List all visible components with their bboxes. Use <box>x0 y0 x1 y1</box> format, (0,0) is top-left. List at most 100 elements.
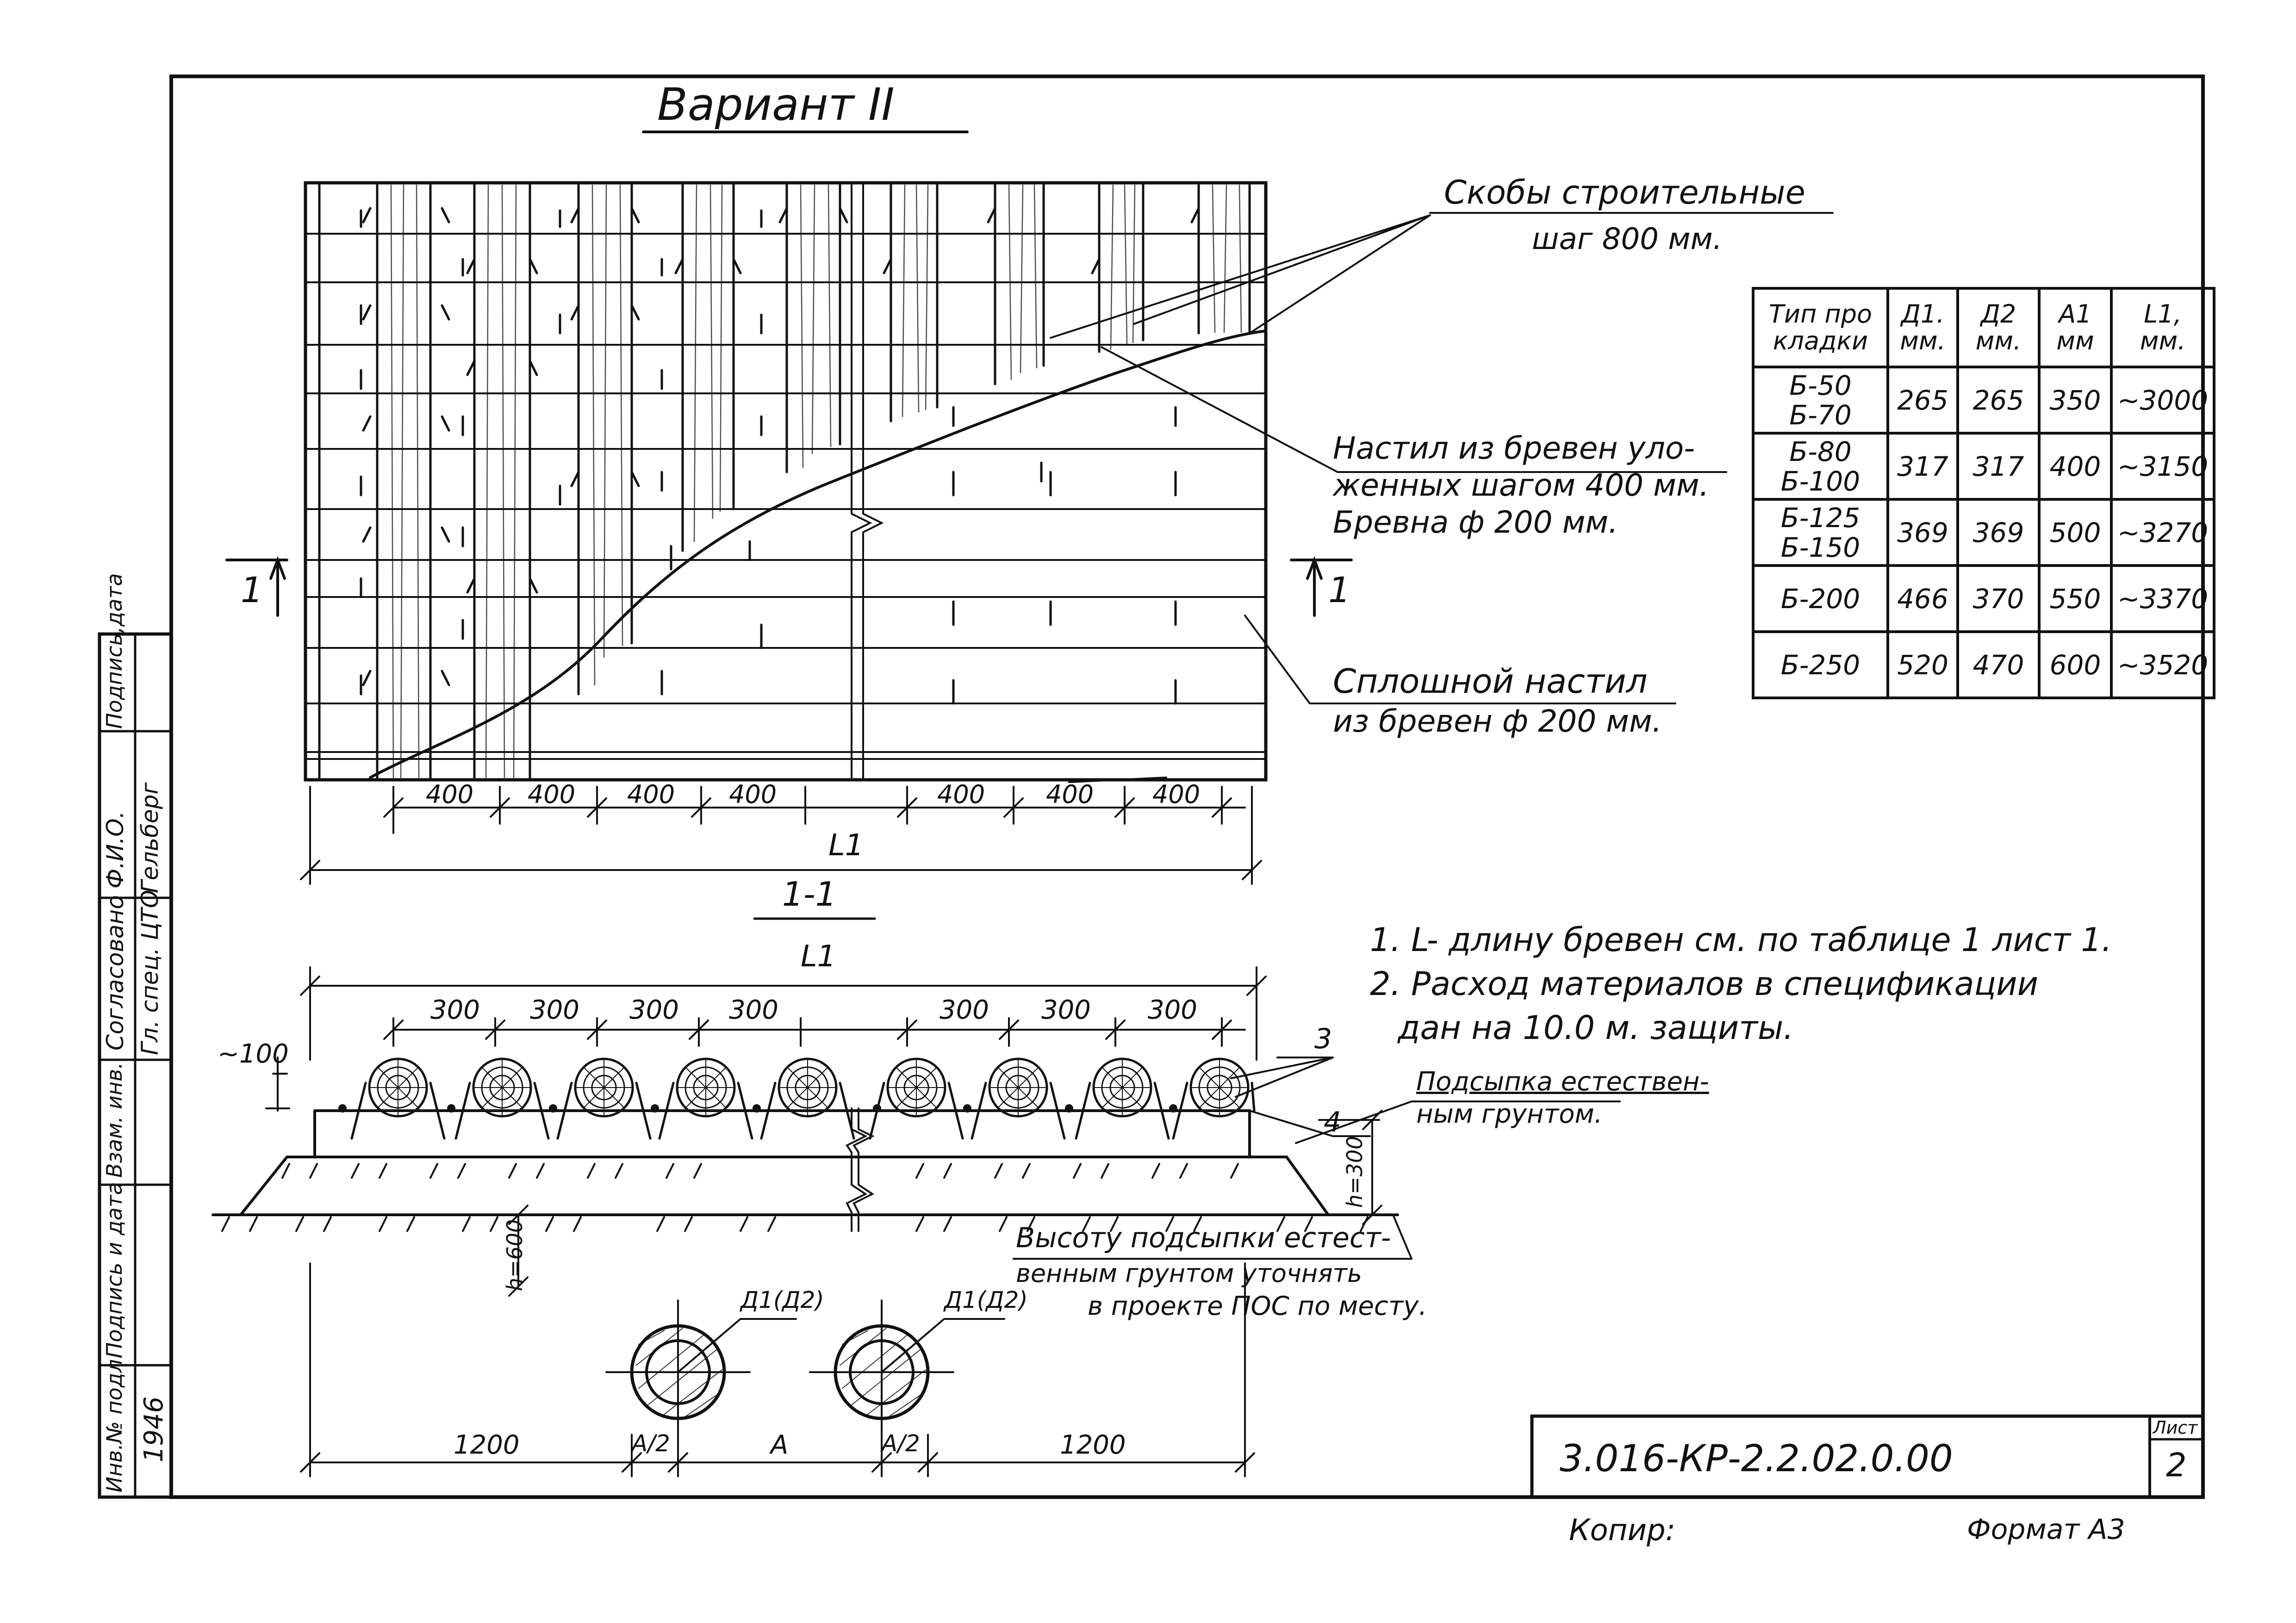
table-cell: 470 <box>1956 630 2041 699</box>
table-row: Б-200 466 370 550 ~3370 <box>1752 564 2216 633</box>
section-dim: 300 <box>629 995 679 1025</box>
table-cell: ~3270 <box>2109 498 2216 567</box>
plan-dim: 400 <box>729 780 777 809</box>
stamp-signature-date: Подпись,дата <box>102 573 127 729</box>
table-cell: 317 <box>1886 432 1959 501</box>
table-cell: Б-50 Б-70 <box>1752 366 1889 435</box>
callout-solid-1: Сплошной настил <box>1333 662 1648 701</box>
variant-title: Вариант II <box>657 79 895 131</box>
callout-brackets-1: Скобы строительные <box>1444 174 1805 211</box>
table-cell: Б-250 <box>1752 630 1889 699</box>
callout-logs-2: женных шагом 400 мм. <box>1333 467 1709 503</box>
table-cell: 265 <box>1956 366 2041 435</box>
table-cell: ~3370 <box>2109 564 2216 633</box>
plan-dim: 400 <box>426 780 474 809</box>
stamp-name: Гельберг <box>137 782 163 893</box>
drawing-code: 3.016-КР-2.2.02.0.00 <box>1560 1437 1953 1480</box>
section-title: 1-1 <box>782 875 837 914</box>
table-row: Б-125 Б-150 369 369 500 ~3270 <box>1752 498 2216 567</box>
table-header: L1, мм. <box>2109 287 2216 368</box>
table-cell: ~3150 <box>2109 432 2216 501</box>
pipe-dim-a2-right: A/2 <box>882 1430 920 1457</box>
plan-dim: 400 <box>1046 780 1094 809</box>
note-2: 2. Расход материалов в спецификации <box>1370 965 2039 1003</box>
footer-format: Формат А3 <box>1967 1513 2125 1546</box>
pipe-dim-a: A <box>771 1430 789 1460</box>
plan-dim-l1: L1 <box>828 828 864 863</box>
section-logs <box>368 1057 1250 1118</box>
table-cell: 369 <box>1886 498 1959 567</box>
cut-label-right: 1 <box>1328 569 1351 610</box>
stamp-agreed: Согласовано <box>102 895 129 1051</box>
table-row: Б-50 Б-70 265 265 350 ~3000 <box>1752 366 2216 435</box>
mark-4: 4 <box>1324 1106 1342 1138</box>
cut-label-left: 1 <box>241 569 263 610</box>
callout-height-2: венным грунтом уточнять <box>1016 1259 1362 1288</box>
section-dim: 300 <box>1148 995 1197 1025</box>
pipe-dim-a2-left: A/2 <box>632 1430 670 1457</box>
table-cell: 369 <box>1956 498 2041 567</box>
pipe-dim-left: 1200 <box>454 1430 520 1460</box>
table-cell: 600 <box>2038 630 2113 699</box>
table-header: Д1. мм. <box>1886 287 1959 368</box>
footer-copy: Копир: <box>1569 1513 1676 1548</box>
plan-dim: 400 <box>1152 780 1201 809</box>
callout-logs-1: Настил из бревен уло- <box>1333 430 1695 466</box>
mark-h600: h=600 <box>502 1219 527 1292</box>
plan-dim: 400 <box>528 780 576 809</box>
pipe-dim-right: 1200 <box>1060 1430 1126 1460</box>
callout-fill-2: ным грунтом. <box>1416 1099 1603 1129</box>
note-3: дан на 10.0 м. защиты. <box>1398 1009 1794 1047</box>
table-cell: 520 <box>1886 630 1959 699</box>
table-cell: 500 <box>2038 498 2113 567</box>
table-cell: 265 <box>1886 366 1959 435</box>
callout-height-1: Высоту подсыпки естест- <box>1016 1222 1391 1254</box>
table-cell: Б-200 <box>1752 564 1889 633</box>
stamp-inv-no: Инв.№ подл. <box>102 1352 127 1492</box>
stamp-chief: Гл. спец. ЦТО <box>137 889 163 1055</box>
table-cell: ~3520 <box>2109 630 2216 699</box>
callout-brackets-2: шаг 800 мм. <box>1532 222 1723 256</box>
callout-height-3: в проекте ПОС по месту. <box>1088 1291 1427 1321</box>
note-1: 1. L- длину бревен см. по таблице 1 лист… <box>1370 921 2112 959</box>
sheet-label: Лист <box>2153 1418 2198 1438</box>
title-block <box>1530 1414 2205 1499</box>
mark-approx-100: ~100 <box>218 1039 289 1069</box>
table-header: Д2 мм. <box>1956 287 2041 368</box>
stamp-replaced-inv: Взам. инв. <box>102 1062 127 1178</box>
callout-fill-1: Подсыпка естествен- <box>1416 1067 1709 1097</box>
plan-dim: 400 <box>937 780 985 809</box>
table-cell: Б-80 Б-100 <box>1752 432 1889 501</box>
sheet-number: 2 <box>2166 1446 2187 1484</box>
table-header: Тип про кладки <box>1752 287 1889 368</box>
section-dim: 300 <box>530 995 579 1025</box>
table-header-row: Тип про кладки Д1. мм. Д2 мм. A1 мм L1, … <box>1752 287 2216 368</box>
section-dim: 300 <box>940 995 989 1025</box>
table-row: Б-80 Б-100 317 317 400 ~3150 <box>1752 432 2216 501</box>
table-cell: Б-125 Б-150 <box>1752 498 1889 567</box>
stamp-inv-value: 1946 <box>139 1396 169 1462</box>
table-cell: 350 <box>2038 366 2113 435</box>
section-dim: 300 <box>430 995 480 1025</box>
pipe-label-1: Д1(Д2) <box>740 1287 824 1313</box>
mark-h300: h=300 <box>1342 1136 1367 1208</box>
table-cell: ~3000 <box>2109 366 2216 435</box>
callout-logs-3: Бревна ф 200 мм. <box>1333 504 1618 540</box>
table-row: Б-250 520 470 600 ~3520 <box>1752 630 2216 699</box>
table-cell: 370 <box>1956 564 2041 633</box>
plan-dim: 400 <box>627 780 675 809</box>
table-cell: 317 <box>1956 432 2041 501</box>
table-cell: 550 <box>2038 564 2113 633</box>
section-dim: 300 <box>729 995 778 1025</box>
pipe-label-2: Д1(Д2) <box>944 1287 1028 1313</box>
section-dim: 300 <box>1041 995 1091 1025</box>
table-header: A1 мм <box>2038 287 2113 368</box>
section-dim-l1: L1 <box>801 939 836 974</box>
stamp-sign-and-date: Подпись и дата <box>102 1181 127 1358</box>
table-cell: 400 <box>2038 432 2113 501</box>
stamp-fio: Ф.И.О. <box>102 811 129 889</box>
table-cell: 466 <box>1886 564 1959 633</box>
pipe-type-table: Тип про кладки Д1. мм. Д2 мм. A1 мм L1, … <box>1752 287 2216 699</box>
